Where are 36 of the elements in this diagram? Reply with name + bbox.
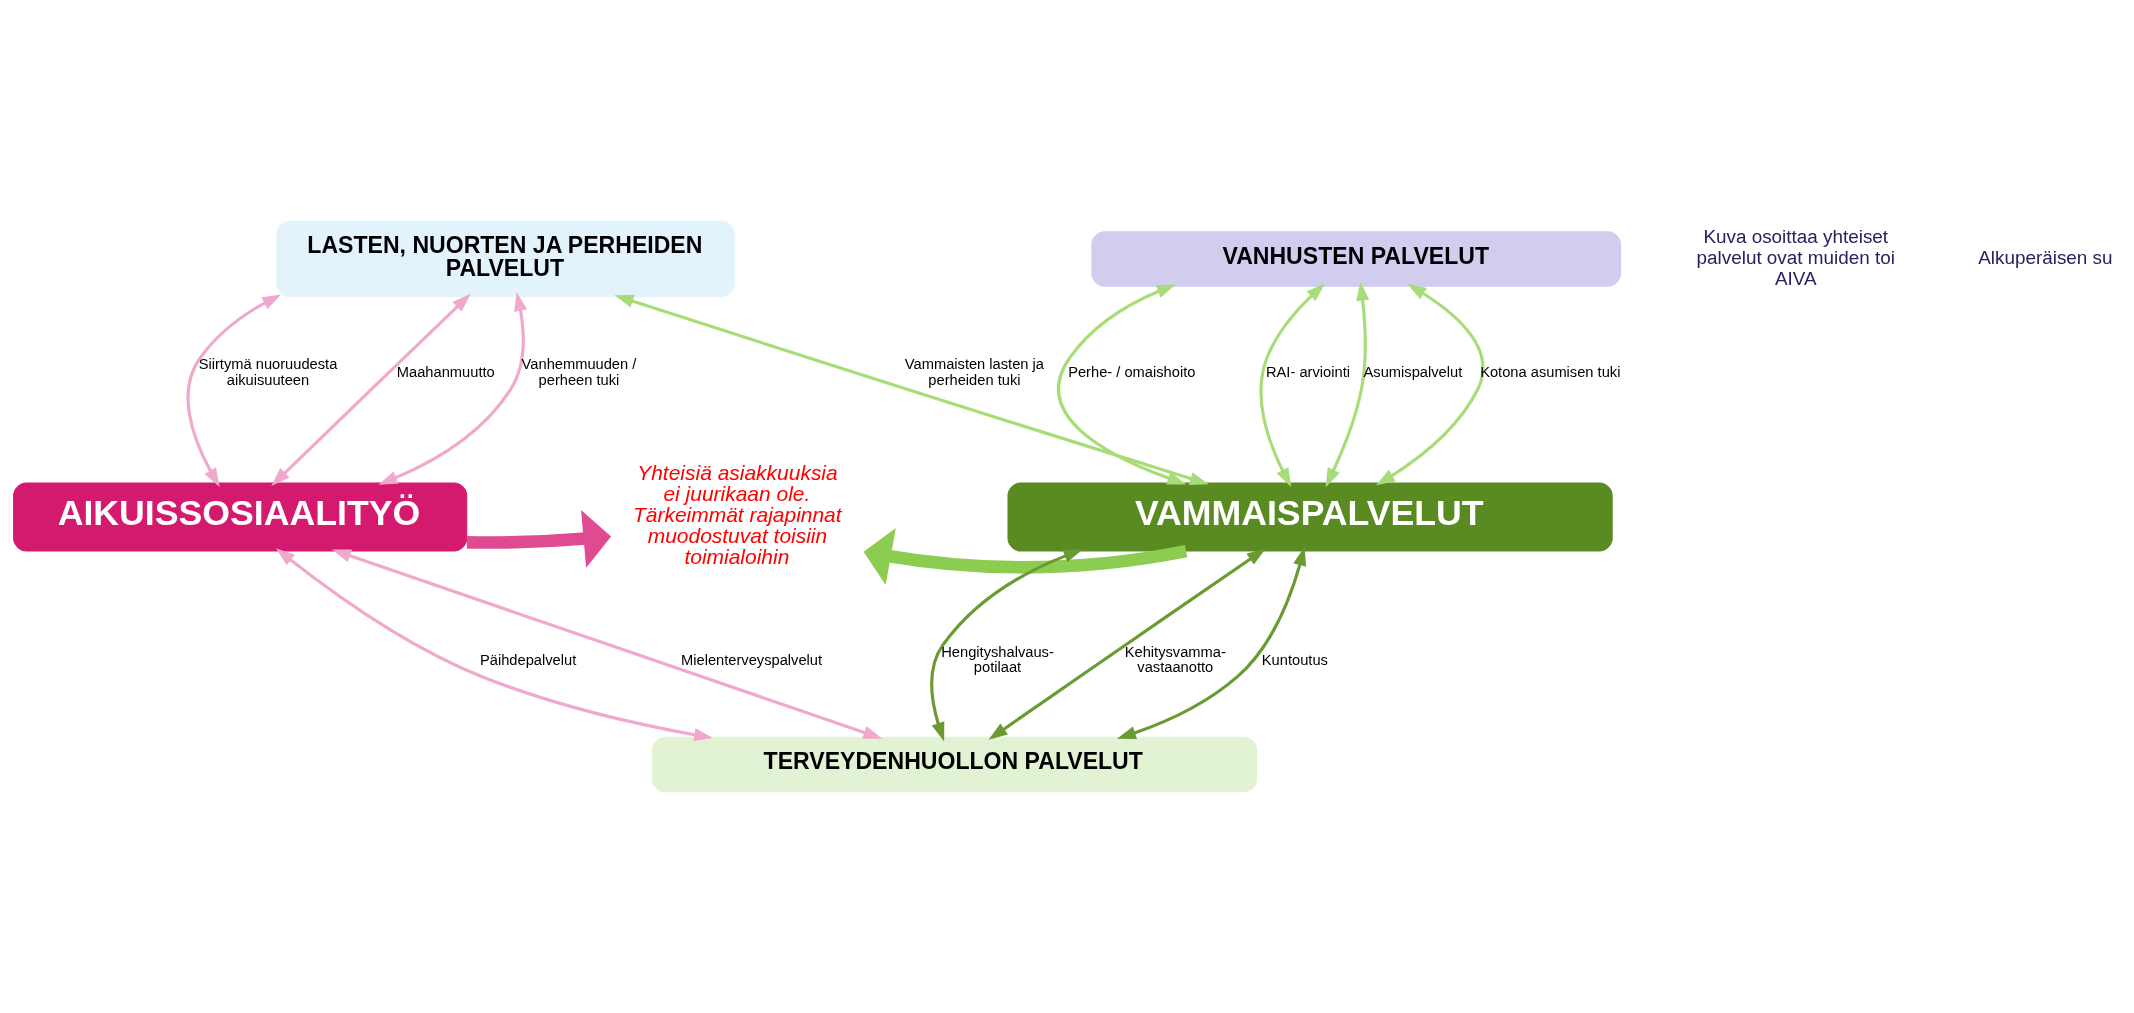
arrow — [466, 510, 612, 568]
arrow — [332, 549, 883, 739]
node-box: TERVEYDENHUOLLON PALVELUT — [651, 736, 1258, 793]
arrow — [930, 549, 1083, 742]
edge-label: Vammaisten lasten ja perheiden tuki — [904, 356, 1045, 389]
arrow — [1057, 284, 1187, 485]
edge-label: Maahanmuutto — [396, 364, 495, 381]
edge-label: Hengityshalvaus- potilaat — [941, 643, 1054, 676]
edge-label: Vanhemmuuden / perheen tuki — [521, 356, 637, 389]
node-box: AIKUISSOSIAALITYÖ — [13, 482, 468, 552]
node-box: VANHUSTEN PALVELUT — [1091, 231, 1622, 287]
node-box: VAMMAISPALVELUT — [1007, 482, 1613, 552]
arrow — [1117, 546, 1307, 740]
edge-label: Päihdepalvelut — [479, 651, 577, 668]
node-box: LASTEN, NUORTEN JA PERHEIDEN PALVELUT — [276, 220, 735, 298]
arrow — [1376, 283, 1485, 486]
edge-label: Siirtymä nuoruudesta aikuisuuteen — [198, 356, 338, 389]
edge-label: Perhe- / omaishoito — [1068, 364, 1196, 381]
arrow — [1325, 281, 1370, 488]
arrow — [275, 548, 713, 742]
edge-label: Asumispalvelut — [1363, 364, 1463, 381]
node-text: Yhteisiä asiakkuuksia ei juurikaan ole. Tärkeimmät rajapinnat muodostuvat toisiin toimialoihin — [633, 461, 842, 569]
label: Kuva osoittaa yhteiset palvelut ovat muiden toi AIVA — [1696, 225, 1895, 289]
arrow — [186, 294, 282, 487]
edge-label: Kehitysvamma- vastaanotto — [1124, 643, 1226, 676]
edge-label: Kuntoutus — [1261, 651, 1328, 668]
edge-label: Mielenterveyspalvelut — [680, 651, 823, 668]
arrow — [1259, 283, 1325, 488]
edge-label: RAI- arviointi — [1266, 364, 1350, 381]
arrow — [378, 292, 528, 485]
edge-label: Kotona asumisen tuki — [1480, 364, 1621, 381]
label: Alkuperäisen su — [1978, 246, 2113, 268]
arrow — [863, 528, 1188, 586]
arrow — [614, 294, 1209, 485]
arrow — [988, 548, 1266, 740]
arrow — [271, 293, 471, 486]
